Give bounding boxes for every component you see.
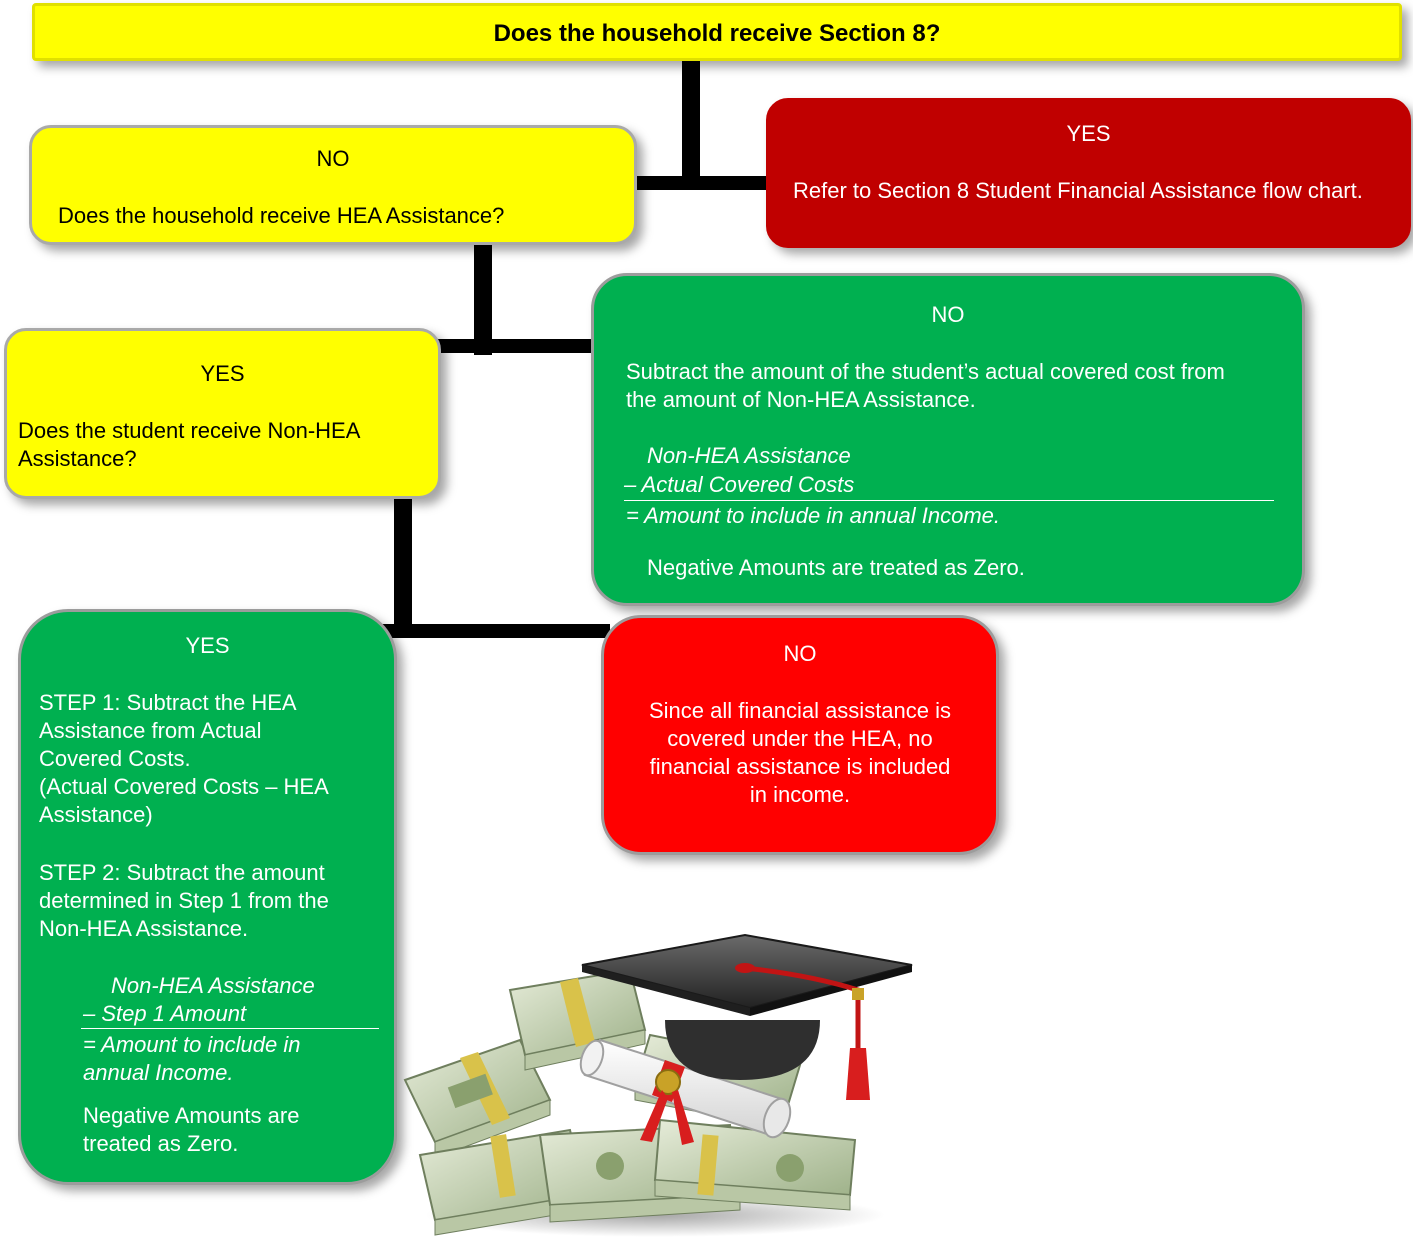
hea-question: Does the household receive HEA Assistanc… — [58, 203, 505, 228]
section8-yes-answer: YES — [1066, 121, 1111, 146]
nonhea-no-answer: NO — [783, 641, 817, 666]
hea-no-box: NO Subtract the amount of the student’s … — [591, 273, 1305, 606]
hea-no-formula-rule — [624, 500, 1274, 501]
hea-no-formula-line1: Non-HEA Assistance — [647, 443, 851, 468]
hea-no-formula-result: = Amount to include in annual Income. — [626, 503, 1001, 528]
section8-question: Does the household receive Section 8? — [493, 20, 941, 47]
nonhea-yes-box: YES STEP 1: Subtract the HEA Assistance … — [18, 609, 397, 1185]
connector-top-horizontal — [632, 176, 772, 190]
nonhea-yes-formula-line2: – Step 1 Amount — [83, 1001, 247, 1026]
nonhea-no-box: NO Since all financial assistance is cov… — [601, 615, 999, 855]
hea-no-text: Subtract the amount of the student’s act… — [626, 359, 1225, 412]
nonhea-yes-step1: STEP 1: Subtract the HEA Assistance from… — [39, 690, 296, 771]
nonhea-question-answer: YES — [200, 361, 245, 386]
nonhea-yes-formula-rule — [81, 1028, 379, 1029]
money-stack-bottom — [418, 1118, 857, 1236]
money-stack-back — [508, 968, 647, 1071]
graduation-cap-diploma-money-icon — [403, 933, 913, 1237]
hea-no-answer: NO — [931, 302, 965, 327]
nonhea-yes-note: Negative Amounts are treated as Zero. — [83, 1103, 300, 1156]
graduation-cap-icon — [581, 933, 913, 1100]
hea-question-box: NO Does the household receive HEA Assist… — [29, 125, 637, 245]
nonhea-yes-answer: YES — [185, 633, 230, 658]
nonhea-yes-formula-result: = Amount to include in annual Income. — [83, 1032, 301, 1085]
connector-hea-vertical — [474, 243, 492, 355]
nonhea-question: Does the student receive Non-HEA Assista… — [18, 418, 360, 471]
hea-no-formula-line2: – Actual Covered Costs — [624, 472, 855, 497]
section8-yes-box: YES Refer to Section 8 Student Financial… — [766, 98, 1411, 248]
nonhea-yes-step1-formula: (Actual Covered Costs – HEA Assistance) — [39, 774, 328, 827]
connector-nonhea-vertical — [394, 496, 412, 636]
section8-yes-text: Refer to Section 8 Student Financial Ass… — [793, 178, 1363, 203]
nonhea-question-box: YES Does the student receive Non-HEA Ass… — [4, 328, 441, 499]
nonhea-no-text: Since all financial assistance is covere… — [648, 698, 952, 807]
section8-question-box: Does the household receive Section 8? — [32, 3, 1402, 61]
hea-no-note: Negative Amounts are treated as Zero. — [647, 555, 1025, 580]
connector-nonhea-horizontal — [380, 624, 610, 638]
hea-question-answer: NO — [316, 146, 350, 171]
nonhea-yes-step2: STEP 2: Subtract the amount determined i… — [39, 860, 329, 941]
connector-hea-horizontal — [437, 339, 597, 353]
connector-top-vertical — [682, 60, 700, 185]
money-stack-left — [403, 1038, 552, 1159]
diploma-icon — [579, 1038, 792, 1145]
nonhea-yes-formula-line1: Non-HEA Assistance — [111, 973, 315, 998]
